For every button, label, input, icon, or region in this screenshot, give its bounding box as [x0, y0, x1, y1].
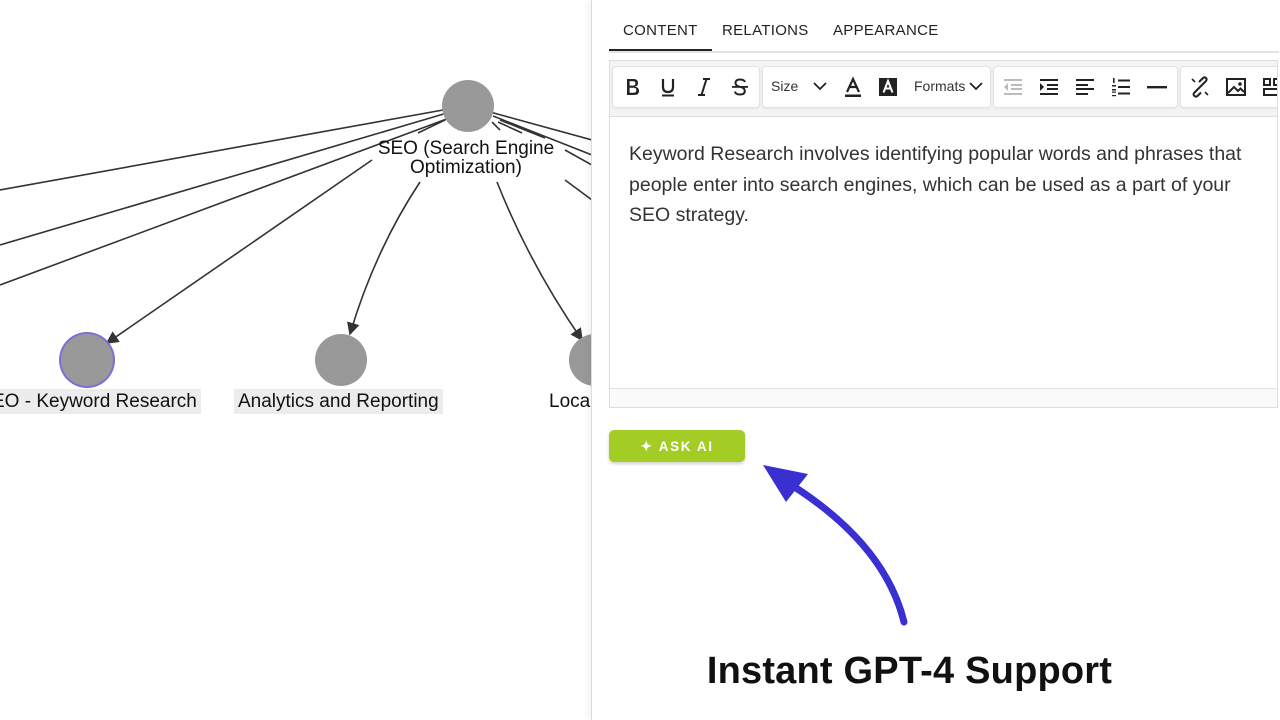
node-local[interactable]: [569, 334, 592, 386]
numbered-list-icon: [1112, 78, 1130, 97]
edge-to-keyword-research: [105, 159, 373, 344]
edge-stub-6: [499, 119, 546, 139]
toolbar-group-paragraph: [993, 66, 1178, 108]
edge-offscreen-1: [0, 109, 444, 191]
more-icon: [1263, 78, 1277, 96]
edge-stub-4: [491, 121, 501, 131]
node-seo-root-label: SEO (Search Engine Optimization): [366, 137, 566, 179]
bold-button[interactable]: [614, 67, 650, 107]
horizontal-rule-button[interactable]: [1139, 67, 1175, 107]
underline-button[interactable]: [650, 67, 686, 107]
formats-dropdown[interactable]: Formats: [914, 78, 966, 94]
node-analytics-reporting-label[interactable]: Analytics and Reporting: [234, 389, 443, 414]
italic-button[interactable]: [686, 67, 722, 107]
edge-to-local: [496, 181, 583, 342]
outdent-button[interactable]: [995, 67, 1031, 107]
node-analytics-reporting[interactable]: [315, 334, 367, 386]
node-keyword-research[interactable]: [61, 334, 113, 386]
ask-ai-label: ASK AI: [658, 438, 714, 454]
strikethrough-icon: [732, 78, 748, 96]
tab-relations[interactable]: RELATIONS: [722, 22, 809, 39]
edge-offscreen-4: [489, 111, 592, 141]
font-size-dropdown[interactable]: Size: [771, 78, 799, 94]
edge-offscreen-3: [0, 116, 453, 286]
node-seo-root[interactable]: [442, 80, 494, 132]
toolbar-group-insert: [1180, 66, 1277, 108]
mind-map-canvas[interactable]: SEO (Search Engine Optimization) EO - Ke…: [0, 0, 592, 720]
link-icon: [1191, 76, 1209, 98]
editor-statusbar: [610, 388, 1277, 407]
toolbar-group-format: Size Formats: [762, 66, 991, 108]
chevron-down-icon[interactable]: [813, 81, 827, 91]
edge-to-analytics: [347, 181, 421, 336]
callout-caption: Instant GPT-4 Support: [706, 650, 1113, 692]
indent-button[interactable]: [1031, 67, 1067, 107]
align-left-icon: [1076, 79, 1094, 95]
edge-stub-7: [564, 149, 592, 166]
strikethrough-button[interactable]: [722, 67, 758, 107]
editor-content[interactable]: Keyword Research involves identifying po…: [629, 143, 1242, 226]
sparkle-icon: ✦: [640, 437, 654, 454]
callout-arrow-icon: [763, 465, 908, 626]
root-label-line-2: Optimization): [410, 157, 522, 178]
align-left-button[interactable]: [1067, 67, 1103, 107]
toolbar-group-text-style: [612, 66, 760, 108]
background-color-icon: [879, 78, 897, 96]
edge-stub-8: [564, 179, 592, 201]
tab-content[interactable]: CONTENT: [609, 22, 712, 51]
ask-ai-button[interactable]: ✦ ASK AI: [609, 430, 745, 462]
more-button[interactable]: [1254, 67, 1277, 107]
link-button[interactable]: [1182, 67, 1218, 107]
underline-icon: [661, 79, 675, 97]
indent-icon: [1040, 79, 1058, 95]
root-label-line-1: SEO (Search Engine: [377, 138, 555, 159]
numbered-list-button[interactable]: [1103, 67, 1139, 107]
chevron-down-icon[interactable]: [969, 81, 983, 91]
panel-tabs: CONTENT RELATIONS APPEARANCE: [609, 14, 1279, 53]
italic-icon: [698, 78, 710, 96]
editor-toolbar: Size Formats: [610, 61, 1277, 117]
font-color-icon: [845, 76, 861, 97]
node-detail-panel: CONTENT RELATIONS APPEARANCE: [591, 0, 1280, 720]
tab-appearance[interactable]: APPEARANCE: [833, 22, 939, 39]
node-local-label[interactable]: Loca: [549, 391, 591, 412]
edge-stub-1: [417, 119, 446, 134]
image-button[interactable]: [1218, 67, 1254, 107]
graph-edges: [0, 109, 592, 344]
image-icon: [1226, 78, 1246, 96]
background-color-button[interactable]: [870, 67, 906, 107]
font-color-button[interactable]: [835, 67, 871, 107]
outdent-icon: [1004, 79, 1022, 95]
edge-offscreen-2: [0, 112, 448, 246]
bold-icon: [627, 79, 639, 95]
node-keyword-research-label[interactable]: EO - Keyword Research: [0, 389, 201, 414]
rich-text-editor: Size Formats: [609, 60, 1278, 408]
edge-stub-5: [497, 121, 523, 134]
edge-offscreen-5: [492, 115, 592, 156]
horizontal-rule-icon: [1147, 86, 1167, 89]
